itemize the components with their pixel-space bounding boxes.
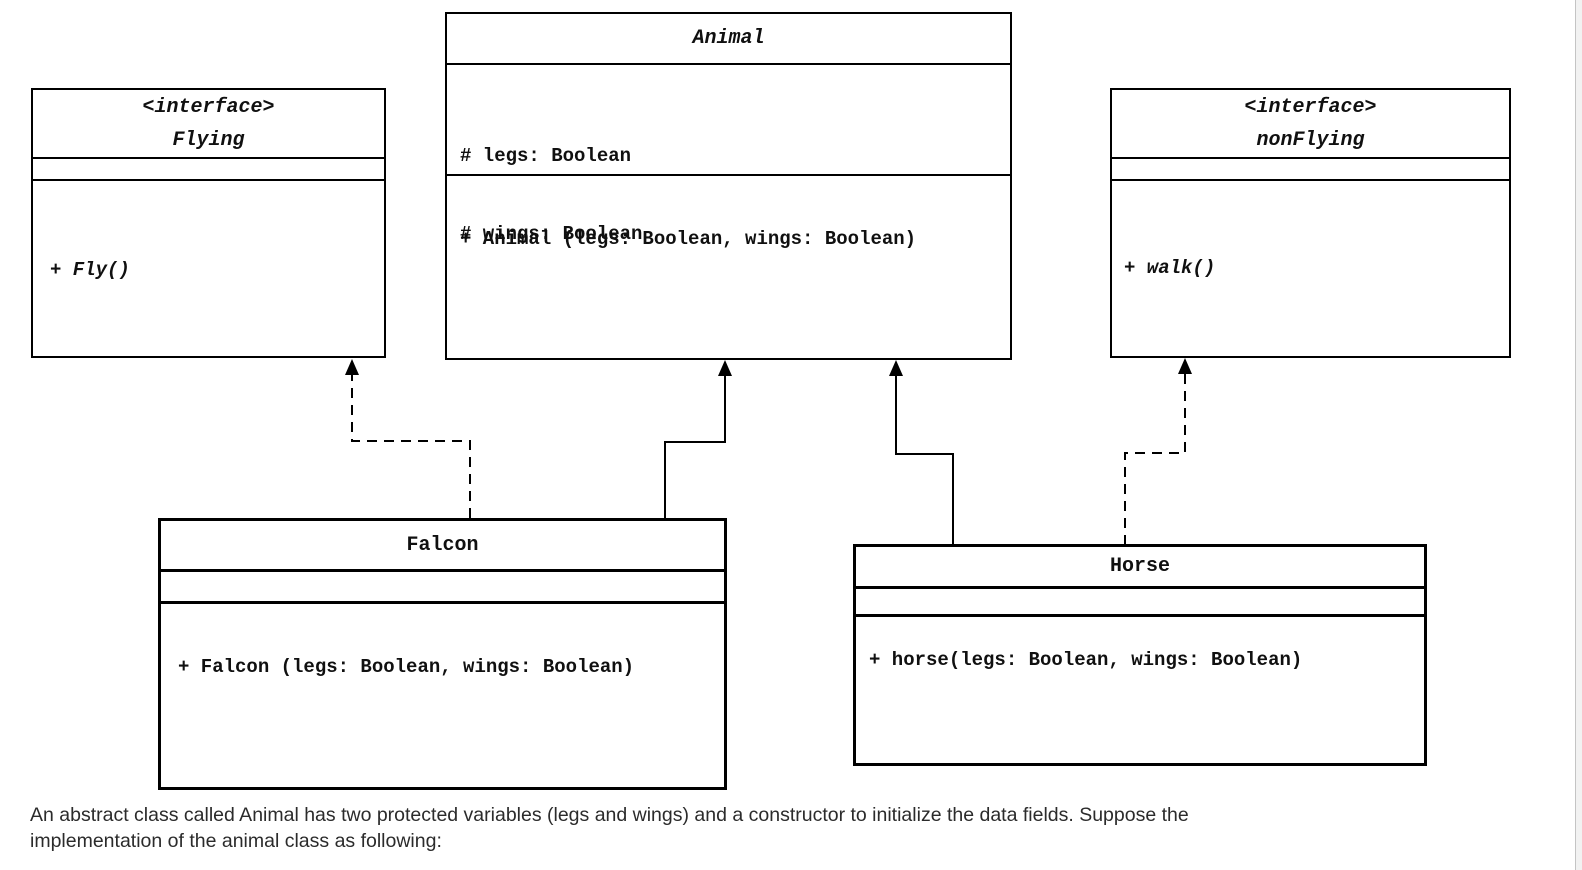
animal-method: + Animal (legs: Boolean, wings: Boolean): [460, 228, 917, 250]
vertical-scrollbar[interactable]: [1575, 0, 1582, 870]
nonflying-method: + walk(): [1124, 257, 1216, 279]
horse-method: + horse(legs: Boolean, wings: Boolean): [869, 649, 1303, 671]
nonflying-name: nonFlying: [1256, 128, 1365, 152]
falcon-to-flying-connector: [351, 374, 471, 518]
falcon-name: Falcon: [406, 533, 479, 557]
horse-to-nonflying-arrowhead-icon: [1178, 358, 1192, 374]
class-box-falcon: Falcon + Falcon (legs: Boolean, wings: B…: [158, 518, 727, 790]
class-box-animal: Animal # legs: Boolean # wings: Boolean …: [445, 12, 1012, 360]
nonflying-attributes-compartment: [1112, 159, 1509, 181]
animal-attributes-compartment: # legs: Boolean # wings: Boolean: [447, 65, 1010, 245]
flying-title: <interface> Flying: [33, 90, 384, 159]
flying-name: Flying: [172, 128, 245, 152]
flying-method: + Fly(): [50, 259, 130, 281]
class-box-nonflying: <interface> nonFlying + walk(): [1110, 88, 1511, 358]
falcon-title: Falcon: [161, 521, 724, 572]
caption-line-1: An abstract class called Animal has two …: [30, 804, 1189, 826]
animal-attribute: # wings: Boolean: [460, 223, 643, 245]
horse-to-nonflying-connector: [1124, 373, 1186, 545]
falcon-to-animal-arrowhead-icon: [718, 360, 732, 376]
horse-title: Horse: [856, 547, 1424, 589]
animal-attribute: # legs: Boolean: [460, 145, 632, 167]
horse-to-animal-arrowhead-icon: [889, 360, 903, 376]
falcon-to-animal-connector: [664, 375, 726, 518]
horse-name: Horse: [1109, 555, 1170, 578]
caption-line-2: implementation of the animal class as fo…: [30, 830, 442, 852]
horse-to-animal-connector: [895, 375, 954, 545]
animal-name: Animal: [692, 27, 765, 50]
nonflying-stereotype: <interface>: [1244, 95, 1377, 119]
animal-title: Animal: [447, 14, 1010, 65]
class-box-horse: Horse + horse(legs: Boolean, wings: Bool…: [853, 544, 1427, 766]
falcon-attributes-compartment: [161, 572, 724, 604]
horse-attributes-compartment: [856, 589, 1424, 617]
flying-stereotype: <interface>: [142, 95, 275, 119]
flying-attributes-compartment: [33, 159, 384, 181]
nonflying-title: <interface> nonFlying: [1112, 90, 1509, 159]
caption-paragraph: An abstract class called Animal has two …: [30, 802, 1530, 854]
falcon-to-flying-arrowhead-icon: [345, 359, 359, 375]
class-box-flying: <interface> Flying + Fly(): [31, 88, 386, 358]
falcon-method: + Falcon (legs: Boolean, wings: Boolean): [178, 656, 635, 678]
